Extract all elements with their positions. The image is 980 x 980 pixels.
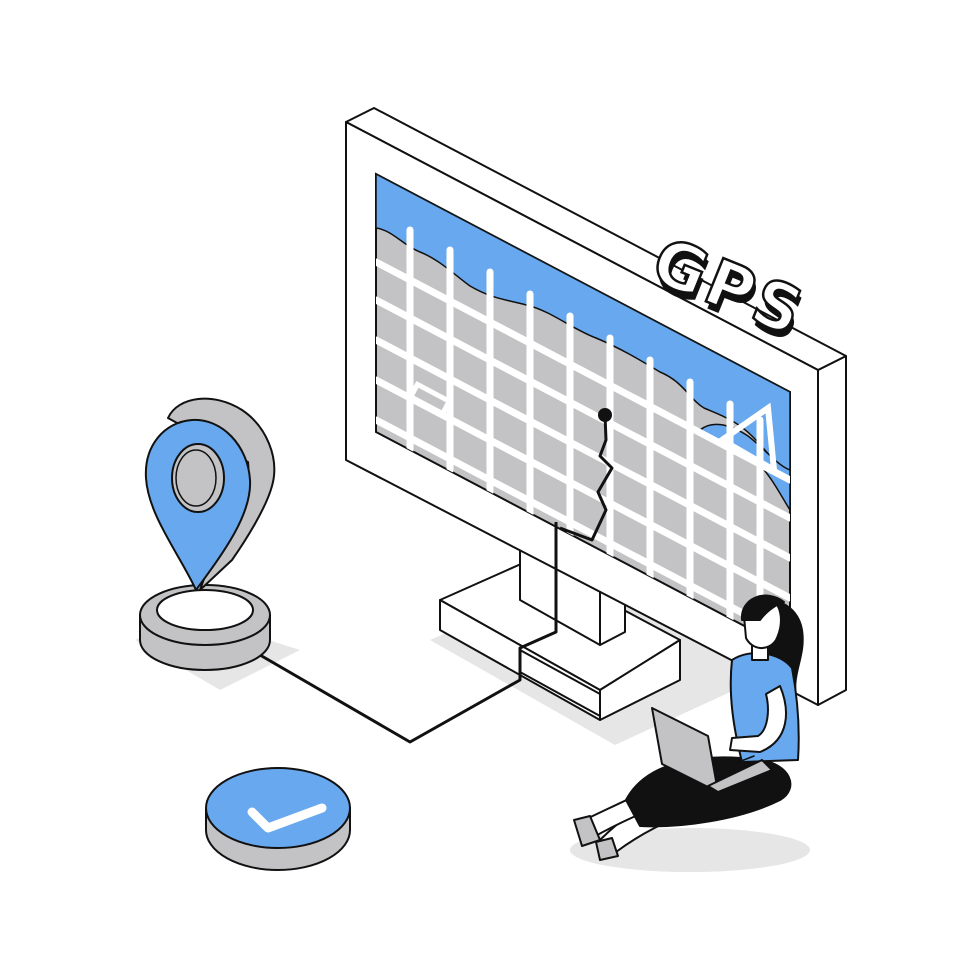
map-route (559, 414, 614, 542)
person-icon (573, 594, 804, 861)
route-connector-line (259, 522, 558, 744)
checkmark-icon (205, 767, 351, 871)
street-grid (376, 226, 790, 644)
map-pin-icon (139, 397, 276, 671)
map-screen (375, 172, 791, 652)
route-start-dot (598, 408, 612, 422)
laptop-icon (651, 707, 773, 793)
river (376, 174, 790, 478)
